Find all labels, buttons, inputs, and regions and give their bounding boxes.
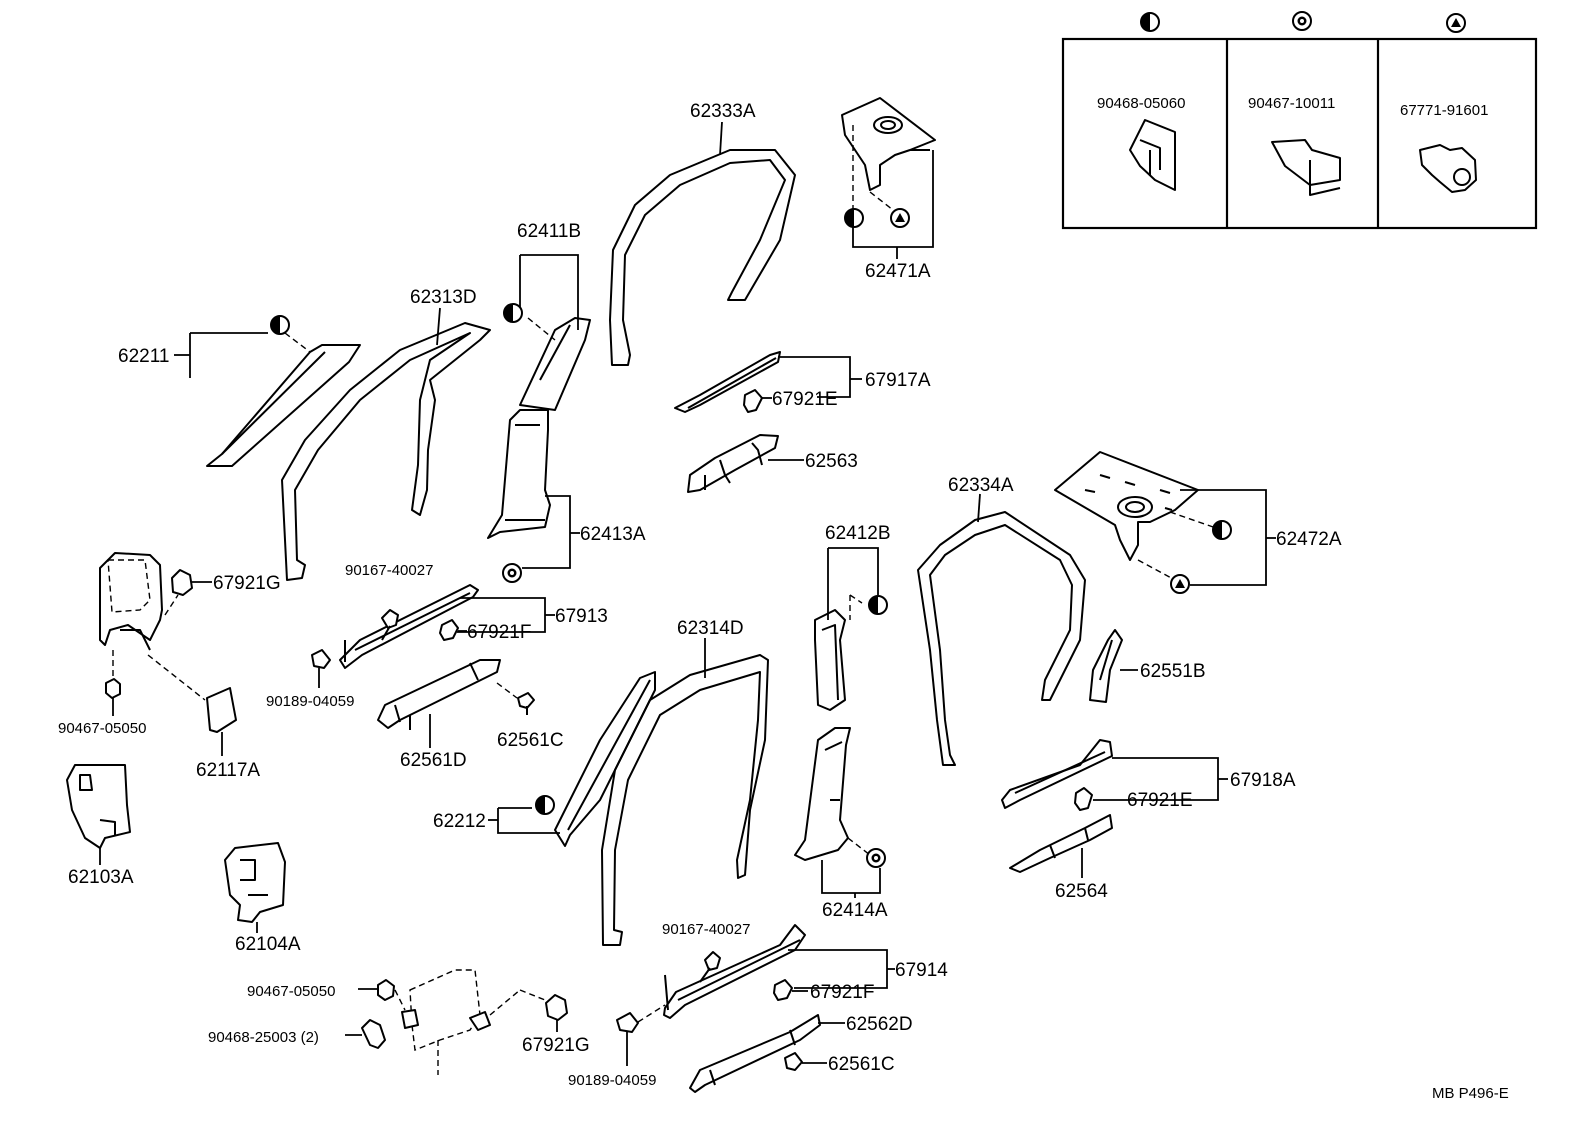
label-90189-upper: 90189-04059 [266,693,354,710]
label-62334A: 62334A [948,475,1014,496]
part-62313D: 62313D [281,287,491,581]
label-62472A: 62472A [1276,529,1342,550]
part-62563: 62563 [687,434,858,493]
part-62334A: 62334A [917,475,1086,766]
legend-part-3: 67771-91601 [1400,102,1488,119]
label-62411B: 62411B [517,221,581,242]
label-62117A: 62117A [196,760,260,781]
part-62411B: 62411B [503,221,591,411]
fastener-legend: 90468-05060 90467-10011 67771-91601 [1061,11,1538,230]
label-62103A: 62103A [68,867,134,888]
part-67921G-upper: 67921G [171,569,281,596]
part-62104A: 62104A [224,842,301,955]
part-67921G-lower: 67921G [522,994,590,1056]
label-62561C-upper: 62561C [497,730,564,751]
label-62211: 62211 [118,346,169,367]
part-62117A: 62117A [196,687,260,781]
label-67921G-lower: 67921G [522,1035,590,1056]
label-62414A: 62414A [822,900,888,921]
part-62472A: 62472A [1054,451,1342,594]
part-bracket-lower [394,969,546,1075]
part-67918A: 67918A [1001,739,1296,809]
part-bracket-left [99,552,206,701]
label-67921G-upper: 67921G [213,573,281,594]
clip-90468-drawing [1129,119,1176,191]
label-67917A: 67917A [865,370,931,391]
part-90189-upper: 90189-04059 [266,649,354,710]
part-62562D: 62562D [689,1014,913,1093]
label-90467-lower: 90467-05050 [247,983,335,1000]
legend-part-2: 90467-10011 [1248,95,1335,112]
part-67914: 67914 [663,924,948,1019]
label-67918A: 67918A [1230,770,1296,791]
part-62212: 62212 [433,671,656,847]
part-62561C-upper: 62561C [496,682,564,751]
part-90189-lower: 90189-04059 [568,1004,666,1089]
part-62412B: 62412B [814,523,891,711]
label-62561D: 62561D [400,750,467,771]
part-62471A: 62471A [841,97,936,282]
triangle-circle-icon [1446,13,1466,33]
label-62551B: 62551B [1140,661,1206,682]
label-67921E-upper: 67921E [772,389,838,410]
label-62564: 62564 [1055,881,1108,902]
label-62412B: 62412B [825,523,891,544]
label-62563: 62563 [805,451,858,472]
part-62561C-lower: 62561C [784,1052,895,1075]
label-90167-lower: 90167-40027 [662,921,750,938]
clip-67771-drawing [1419,144,1477,193]
part-90468-25003: 90468-25003 (2) [208,1019,386,1049]
label-62413A: 62413A [580,524,646,545]
part-62551B: 62551B [1089,629,1206,703]
half-circle-icon [1140,12,1160,32]
legend-part-1: 90468-05060 [1097,95,1185,112]
label-67921E-lower: 67921E [1127,790,1193,811]
part-62414A: 62414A [794,727,888,921]
part-90167-upper: 90167-40027 [345,562,433,641]
part-90467-upper: 90467-05050 [58,678,146,737]
label-67921F-upper: 67921F [467,622,531,643]
label-67913: 67913 [555,606,608,627]
part-62103A: 62103A [66,764,134,888]
label-67921F-lower: 67921F [810,982,874,1003]
part-67921E-upper: 67921E [743,389,838,413]
part-67921E-lower: 67921E [1074,787,1193,811]
label-62313D: 62313D [410,287,477,308]
part-67921F-lower: 67921F [773,979,874,1003]
label-90468-25003: 90468-25003 (2) [208,1029,319,1046]
part-62314D: 62314D [601,618,769,946]
part-90467-lower: 90467-05050 [247,979,395,1001]
label-62314D: 62314D [677,618,744,639]
label-62333A: 62333A [690,101,756,122]
label-90167-upper: 90167-40027 [345,562,433,579]
label-67914: 67914 [895,960,948,981]
label-62212: 62212 [433,811,486,832]
part-90167-lower: 90167-40027 [662,921,750,983]
part-62413A: 62413A [487,409,646,583]
clip-90467-drawing [1271,139,1341,186]
label-90467-upper: 90467-05050 [58,720,146,737]
label-62561C-lower: 62561C [828,1054,895,1075]
part-67921F-upper: 67921F [439,619,531,643]
part-67917A: 67917A [674,351,931,413]
part-62211: 62211 [118,315,361,467]
label-62104A: 62104A [235,934,301,955]
clip-circle-icon [1292,11,1312,31]
diagram-code: MB P496-E [1432,1085,1509,1102]
label-62562D: 62562D [846,1014,913,1035]
part-62561D: 62561D [377,659,501,771]
label-62471A: 62471A [865,261,931,282]
label-90189-lower: 90189-04059 [568,1072,656,1089]
part-62333A: 62333A [609,101,796,366]
part-62564: 62564 [1009,814,1113,902]
